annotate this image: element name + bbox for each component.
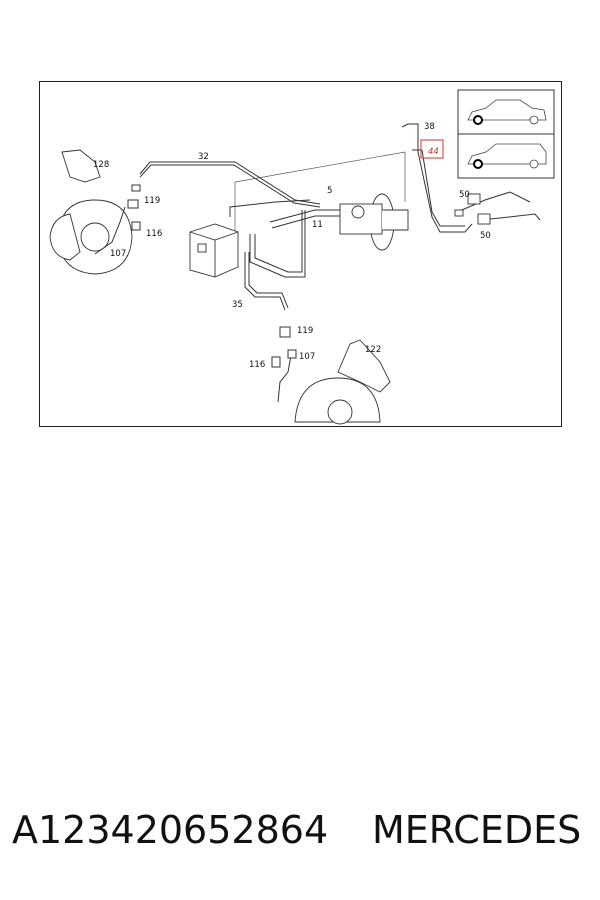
part-number: A123420652864 [12, 808, 329, 852]
dust-shield-128 [61, 149, 101, 183]
brand-name: MERCEDES [372, 808, 582, 852]
brake-line-diagram: 128 32 38 44 119 116 107 5 11 50 50 35 1… [39, 81, 562, 427]
diagram-drawing: 128 32 38 44 119 116 107 5 11 50 50 35 1… [49, 89, 555, 425]
hydraulic-unit [189, 223, 239, 278]
callout-119-rear: 119 [297, 326, 313, 336]
callout-50-bottom: 50 [480, 231, 491, 241]
callout-35: 35 [232, 300, 243, 310]
sedan-icon [467, 99, 547, 125]
callout-38: 38 [424, 122, 435, 132]
callout-32: 32 [198, 152, 209, 162]
rear-brake-disc [294, 339, 391, 425]
callout-44: 44 [428, 147, 439, 157]
rear-hose [271, 326, 297, 403]
callout-11: 11 [312, 220, 323, 230]
callout-116-front: 116 [146, 229, 162, 239]
callout-122: 122 [365, 345, 381, 355]
dust-shield-122 [337, 339, 391, 393]
callout-50-top: 50 [459, 190, 470, 200]
callout-107-front: 107 [110, 249, 126, 259]
firewall-panel [234, 151, 406, 232]
brake-booster [339, 193, 409, 251]
callout-128: 128 [93, 160, 109, 170]
callout-116-rear: 116 [249, 360, 265, 370]
highlight-box-44 [420, 139, 444, 159]
vehicle-variant-inset [457, 89, 555, 179]
front-left-brake-disc [49, 149, 133, 275]
brake-lines [139, 123, 541, 311]
callout-5: 5 [327, 186, 332, 196]
part-caption: A123420652864 MERCEDES [12, 808, 592, 858]
fittings-50 [454, 193, 491, 225]
callout-119-front: 119 [144, 196, 160, 206]
front-left-hose [94, 184, 141, 255]
estate-icon [467, 143, 547, 169]
callout-107-rear: 107 [299, 352, 315, 362]
